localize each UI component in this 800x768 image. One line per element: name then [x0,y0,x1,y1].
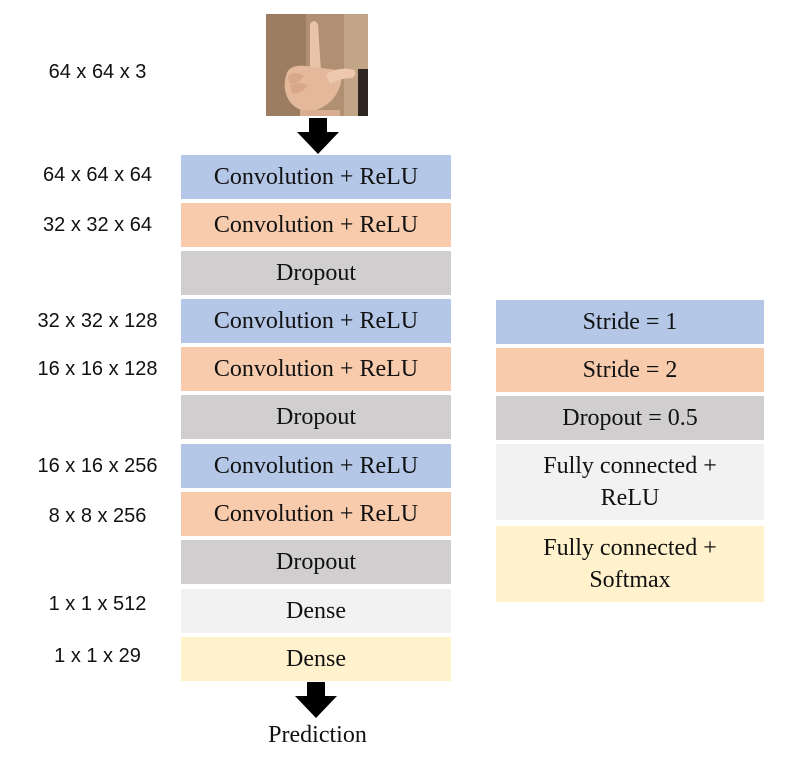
legend-text: Dropout = 0.5 [562,405,698,431]
hand-sign-l-photo-icon [266,14,368,116]
legend-stride-2: Stride = 2 [496,348,764,392]
layer-conv-relu-2: Convolution + ReLU [181,203,451,247]
layer-conv-relu-1: Convolution + ReLU [181,155,451,199]
input-image [266,14,368,116]
input-dims-label: 64 x 64 x 3 [48,61,147,83]
layer-conv-relu-5: Convolution + ReLU [181,444,451,488]
legend-stride-1: Stride = 1 [496,300,764,344]
down-arrow-icon [297,118,339,159]
legend-fc-relu: Fully connected + ReLU [496,444,764,520]
legend-text: ReLU [600,485,660,511]
down-arrow-icon [295,682,337,723]
layer-dropout-2: Dropout [181,395,451,439]
layer-conv-relu-6: Convolution + ReLU [181,492,451,536]
layer-dims-label: 32 x 32 x 64 [43,214,152,236]
layer-dropout-3: Dropout [181,540,451,584]
layer-dims-label: 64 x 64 x 64 [43,164,152,186]
layer-conv-relu-3: Convolution + ReLU [181,299,451,343]
layer-dims-label: 1 x 1 x 29 [54,645,141,667]
layer-dims-label: 16 x 16 x 256 [37,455,158,477]
legend-text: Softmax [589,567,671,593]
layer-dense-2: Dense [181,637,451,681]
layer-dims-label: 1 x 1 x 512 [48,593,147,615]
legend-text: Fully connected + [543,453,717,479]
legend-text: Fully connected + [543,535,717,561]
layer-dropout-1: Dropout [181,251,451,295]
legend-text: Stride = 2 [582,357,678,383]
legend-text: Stride = 1 [582,309,678,335]
layer-dims-label: 32 x 32 x 128 [37,310,158,332]
layer-dims-label: 8 x 8 x 256 [48,505,147,527]
prediction-label: Prediction [268,722,367,748]
layer-dims-label: 16 x 16 x 128 [37,358,158,380]
layer-dense-1: Dense [181,589,451,633]
legend-dropout: Dropout = 0.5 [496,396,764,440]
legend-fc-softmax: Fully connected + Softmax [496,526,764,602]
layer-conv-relu-4: Convolution + ReLU [181,347,451,391]
